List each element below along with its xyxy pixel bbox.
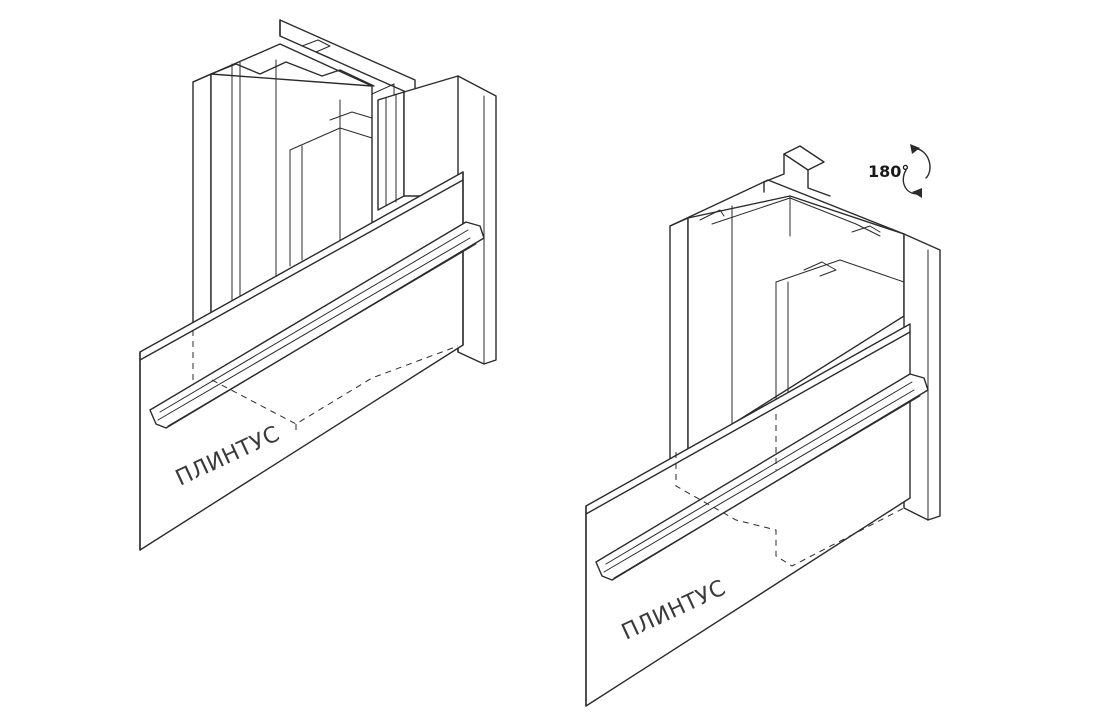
left-frame-profile [192, 19, 497, 365]
left-assembly: ПЛИНТУС [139, 19, 497, 551]
left-skirting-board [139, 171, 485, 551]
right-skirting-board [585, 323, 929, 707]
right-assembly: ПЛИНТУС 180° [585, 144, 941, 707]
rotation-indicator: 180° [868, 144, 931, 198]
rotation-label: 180° [868, 162, 909, 181]
rotate-arrow-icon [902, 144, 931, 198]
right-frame-profile [669, 145, 941, 521]
